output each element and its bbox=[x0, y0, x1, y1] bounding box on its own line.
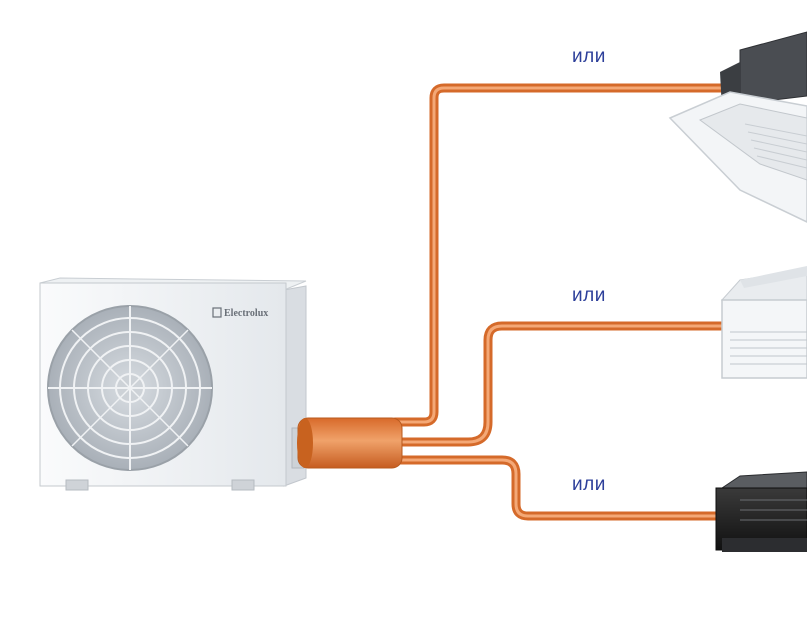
refrigerant-pipes bbox=[390, 83, 733, 521]
fan-grille-icon bbox=[47, 305, 213, 471]
ceiling-cassette-unit bbox=[668, 31, 807, 223]
or-label: или bbox=[572, 474, 606, 495]
or-label: или bbox=[572, 285, 606, 306]
or-label: или bbox=[572, 46, 606, 67]
ducted-unit bbox=[715, 471, 807, 552]
floor-ceiling-unit bbox=[720, 266, 807, 379]
pipe-insulation-sleeve bbox=[297, 417, 403, 469]
outdoor-unit: Electrolux bbox=[39, 277, 307, 491]
brand-logo: Electrolux bbox=[224, 308, 268, 319]
